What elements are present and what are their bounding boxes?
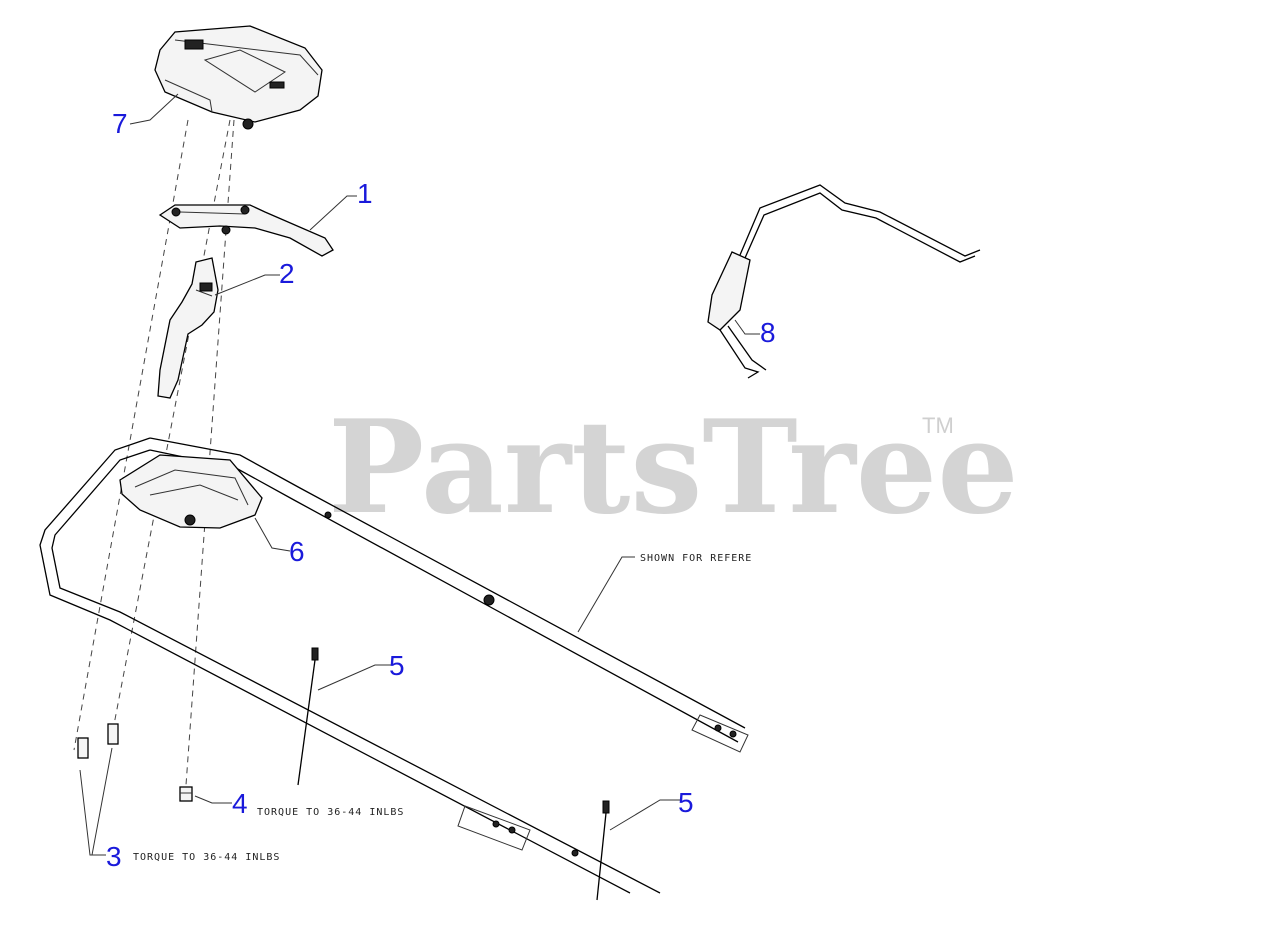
callout-5-b: 5 bbox=[678, 787, 694, 818]
watermark-trademark: TM bbox=[922, 413, 954, 438]
callout-7: 7 bbox=[112, 108, 128, 139]
leader-lines bbox=[79, 93, 760, 856]
note-torque-3: TORQUE TO 36-44 INLBS bbox=[133, 852, 280, 863]
watermark-text: PartsTree bbox=[328, 393, 1019, 543]
callout-1: 1 bbox=[357, 178, 373, 209]
part-8-wire[interactable] bbox=[707, 184, 981, 379]
part-4-screw[interactable] bbox=[179, 786, 193, 802]
callout-2: 2 bbox=[279, 258, 295, 289]
part-3-screws[interactable] bbox=[77, 723, 119, 759]
part-6-bracket[interactable] bbox=[119, 454, 263, 529]
part-5-cable-tie-b[interactable] bbox=[596, 800, 610, 901]
part-7-control-box[interactable] bbox=[154, 25, 323, 130]
part-5-cable-tie-a[interactable] bbox=[297, 647, 319, 786]
callout-6: 6 bbox=[289, 536, 305, 567]
callout-5-a: 5 bbox=[389, 650, 405, 681]
callout-4: 4 bbox=[232, 788, 248, 819]
note-torque-4: TORQUE TO 36-44 INLBS bbox=[257, 807, 404, 818]
callout-8: 8 bbox=[760, 317, 776, 348]
note-shown-for-reference: SHOWN FOR REFERE bbox=[640, 553, 752, 564]
part-2-bail[interactable] bbox=[157, 257, 219, 399]
callout-3: 3 bbox=[106, 841, 122, 872]
part-1-lever[interactable] bbox=[158, 204, 334, 257]
main-handle bbox=[39, 437, 749, 894]
